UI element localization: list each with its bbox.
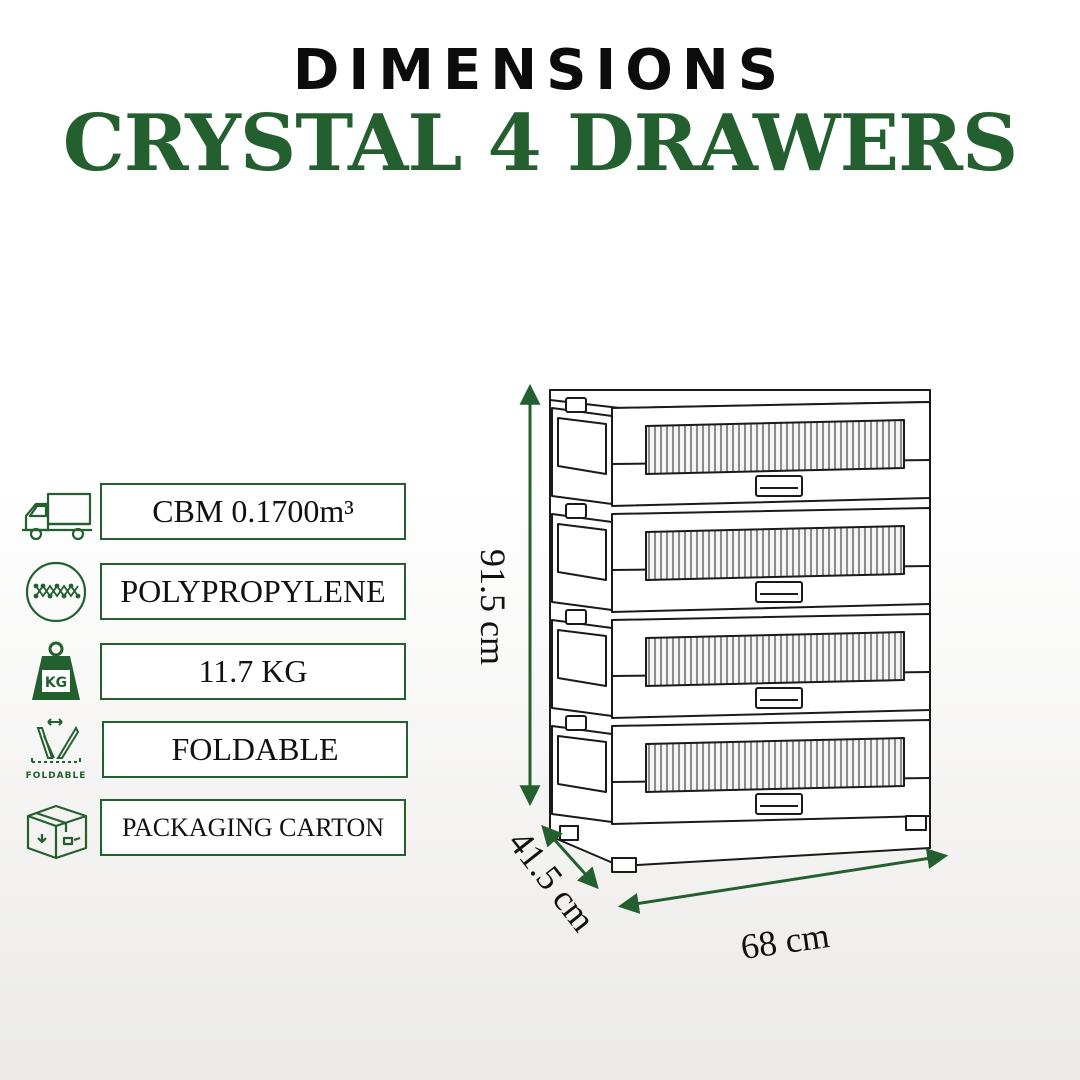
weight-icon: KG <box>32 641 80 700</box>
spec-material: POLYPROPYLENE <box>100 563 406 620</box>
drawer-side-window <box>557 735 607 793</box>
drawer-handle <box>755 581 803 603</box>
weight-icon-label: KG <box>45 675 67 691</box>
drawer-side-clip <box>565 609 587 625</box>
drawer-handle <box>755 793 803 815</box>
cabinet-foot <box>611 857 637 873</box>
drawer-side-clip <box>565 503 587 519</box>
spec-weight: 11.7 KG <box>100 643 406 700</box>
drawer-side-clip <box>565 715 587 731</box>
drawer-handle <box>755 687 803 709</box>
spec-cbm: CBM 0.1700m³ <box>100 483 406 540</box>
molecule-icon <box>25 561 87 623</box>
drawer-side-window <box>557 523 607 581</box>
depth-arrow <box>541 824 599 890</box>
product-title: CRYSTAL 4 DRAWERS <box>62 98 1019 189</box>
carton-box-icon <box>26 804 88 860</box>
width-arrow <box>617 848 949 914</box>
foldable-icon-label: FOLDABLE <box>26 771 87 781</box>
heading-dimensions: DIMENSIONS <box>292 38 788 103</box>
drawer-ribbed-window <box>645 737 905 793</box>
drawer-ribbed-window <box>645 419 905 475</box>
drawer-side-window <box>557 417 607 475</box>
height-label: 91.5 cm <box>473 549 513 665</box>
cabinet-foot <box>559 825 579 841</box>
spec-foldable: FOLDABLE <box>102 721 408 778</box>
spec-packaging: PACKAGING CARTON <box>100 799 406 856</box>
foldable-icon: FOLDABLE <box>26 718 87 781</box>
cabinet-foot <box>905 815 927 831</box>
drawer-side-clip <box>565 397 587 413</box>
drawer-handle <box>755 475 803 497</box>
drawer-ribbed-window <box>645 631 905 687</box>
truck-icon <box>22 492 92 541</box>
drawer-side-window <box>557 629 607 687</box>
drawer-ribbed-window <box>645 525 905 581</box>
